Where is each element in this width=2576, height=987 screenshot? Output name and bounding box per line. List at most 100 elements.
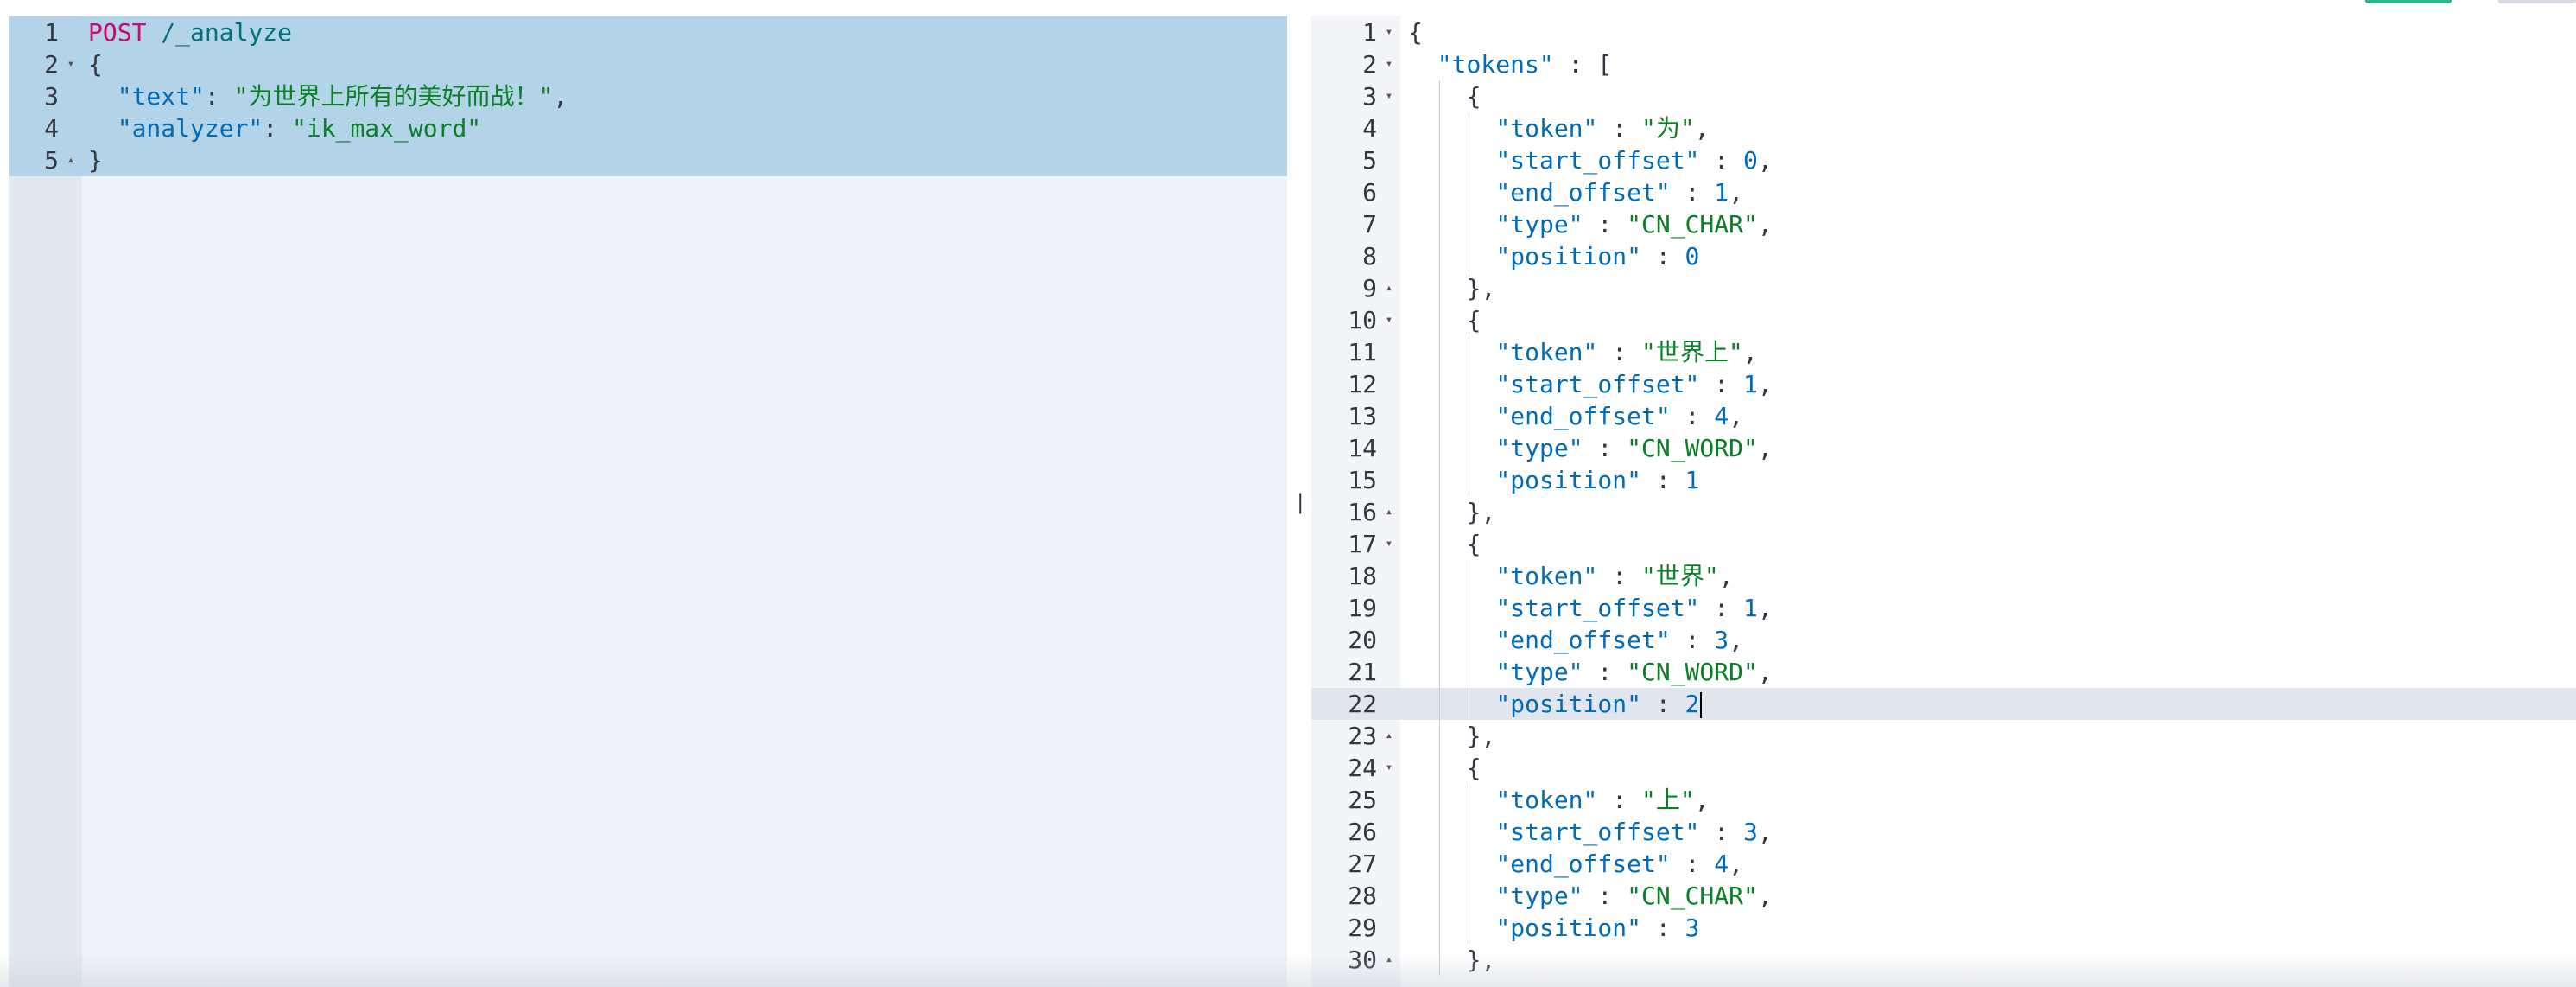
code-line[interactable]: 27"end_offset" : 4, (1311, 848, 2576, 880)
code-line[interactable]: 29"position" : 3 (1311, 912, 2576, 944)
code-token: : (1640, 690, 1685, 718)
line-number: 28 (1348, 882, 1377, 910)
code-line[interactable]: 3▾{ (1311, 80, 2576, 112)
code-line[interactable]: 7"type" : "CN_CHAR", (1311, 208, 2576, 240)
fold-caret-icon[interactable]: ▾ (1385, 89, 1393, 103)
code-token: 4 (1714, 402, 1729, 430)
code-line[interactable]: 2 ▾ "tokens" : [ (1311, 48, 2576, 80)
code-token: "start_offset" (1495, 146, 1700, 175)
code-line[interactable]: 24▾{ (1311, 752, 2576, 784)
code-line[interactable]: 5"start_offset" : 0, (1311, 144, 2576, 176)
indent-guide (1438, 752, 1440, 784)
code-token: { (1408, 18, 1423, 47)
code-token: : (1640, 914, 1685, 942)
fold-caret-icon[interactable]: ▾ (1385, 313, 1393, 327)
code-text: { (1408, 16, 1423, 48)
unfold-caret-icon[interactable]: ▴ (67, 153, 75, 167)
code-line[interactable]: 4"token" : "为", (1311, 112, 2576, 144)
code-line[interactable]: 5▴} (9, 144, 1287, 176)
code-line[interactable]: 14"type" : "CN_WORD", (1311, 432, 2576, 464)
code-text: "tokens" : [ (1437, 48, 1612, 80)
code-line[interactable]: 18"token" : "世界", (1311, 560, 2576, 592)
line-number: 2 (1362, 50, 1377, 79)
code-line[interactable]: 19"start_offset" : 1, (1311, 592, 2576, 624)
code-text: "type" : "CN_CHAR", (1495, 208, 1772, 240)
code-line[interactable]: 23▴}, (1311, 720, 2576, 752)
code-token: , (1729, 626, 1743, 654)
code-text: "token" : "世界", (1495, 560, 1733, 592)
code-line[interactable]: 21"type" : "CN_WORD", (1311, 656, 2576, 688)
resize-grip-icon[interactable]: || (1294, 490, 1319, 514)
code-token: : (1640, 466, 1685, 494)
code-line[interactable]: 4 "analyzer": "ik_max_word" (9, 112, 1287, 144)
code-text: "type" : "CN_WORD", (1495, 432, 1772, 464)
code-token: , (1757, 434, 1773, 462)
indent-guide (1438, 208, 1440, 240)
line-number: 16 (1348, 498, 1377, 526)
code-text: "start_offset" : 1, (1495, 592, 1772, 624)
fold-caret-icon[interactable]: ▾ (67, 57, 75, 71)
code-line[interactable]: 16▴}, (1311, 496, 2576, 528)
unfold-caret-icon[interactable]: ▴ (1385, 505, 1393, 519)
code-line[interactable]: 2▾{ (9, 48, 1287, 80)
indent-guide (1438, 912, 1440, 944)
code-line[interactable]: 22"position" : 2 (1311, 688, 2576, 720)
code-line[interactable]: 15"position" : 1 (1311, 464, 2576, 496)
code-token: : (1699, 818, 1743, 846)
code-token: : (1699, 594, 1743, 622)
code-line[interactable]: 9▴}, (1311, 272, 2576, 304)
indent-guide (1438, 688, 1440, 720)
code-line[interactable]: 17▾{ (1311, 528, 2576, 560)
indent-guide (1438, 656, 1440, 688)
code-token: , (1729, 850, 1743, 878)
code-token: "为世界上所有的美好而战！" (233, 82, 554, 111)
code-line[interactable]: 13"end_offset" : 4, (1311, 400, 2576, 432)
fold-caret-icon[interactable]: ▾ (1385, 761, 1393, 774)
code-line[interactable]: 10▾{ (1311, 304, 2576, 336)
code-token: , (1694, 786, 1710, 814)
code-line[interactable]: 1▾{ (1311, 16, 2576, 48)
code-token: , (1757, 210, 1773, 239)
code-text: }, (1467, 944, 1496, 976)
fold-caret-icon[interactable]: ▾ (1385, 25, 1393, 39)
code-text: { (88, 48, 103, 80)
fold-caret-icon[interactable]: ▾ (1385, 537, 1393, 551)
code-line[interactable]: 28"type" : "CN_CHAR", (1311, 880, 2576, 912)
code-token: : (1670, 850, 1715, 878)
secondary-button-edge[interactable] (2498, 0, 2576, 3)
code-line[interactable]: 3 "text": "为世界上所有的美好而战！", (9, 80, 1287, 112)
unfold-caret-icon[interactable]: ▴ (1385, 729, 1393, 742)
unfold-caret-icon[interactable]: ▴ (1385, 952, 1393, 966)
code-token: 3 (1742, 818, 1758, 846)
code-token: , (1757, 882, 1773, 910)
code-token: "position" (1495, 690, 1641, 718)
code-token: : (1670, 626, 1715, 654)
code-token: "世界上" (1640, 338, 1743, 366)
code-token: "ik_max_word" (292, 114, 482, 143)
indent-guide (1438, 304, 1440, 336)
fold-caret-icon[interactable]: ▾ (1385, 57, 1393, 71)
code-line[interactable]: 30▴}, (1311, 944, 2576, 976)
unfold-caret-icon[interactable]: ▴ (1385, 281, 1393, 295)
code-line[interactable]: 20"end_offset" : 3, (1311, 624, 2576, 656)
indent-guide (1438, 624, 1440, 656)
code-token: "type" (1495, 882, 1583, 910)
indent-guide (1438, 720, 1440, 752)
response-editor[interactable]: 1▾{2▾"tokens" : [3▾{4"token" : "为",5"sta… (1311, 16, 2576, 987)
request-gutter (9, 16, 82, 987)
code-text: "end_offset" : 1, (1495, 176, 1743, 208)
code-line[interactable]: 8"position" : 0 (1311, 240, 2576, 272)
code-line[interactable]: 12"start_offset" : 1, (1311, 368, 2576, 400)
code-token: "type" (1495, 210, 1583, 239)
primary-button-edge[interactable] (2365, 0, 2452, 3)
indent-guide (1438, 784, 1440, 816)
code-line[interactable]: 6"end_offset" : 1, (1311, 176, 2576, 208)
code-line[interactable]: 11"token" : "世界上", (1311, 336, 2576, 368)
code-line[interactable]: 25"token" : "上", (1311, 784, 2576, 816)
indent-guide (1438, 112, 1440, 144)
indent-guide (1438, 80, 1440, 112)
pane-divider[interactable]: || (1287, 16, 1319, 987)
code-line[interactable]: 26"start_offset" : 3, (1311, 816, 2576, 848)
